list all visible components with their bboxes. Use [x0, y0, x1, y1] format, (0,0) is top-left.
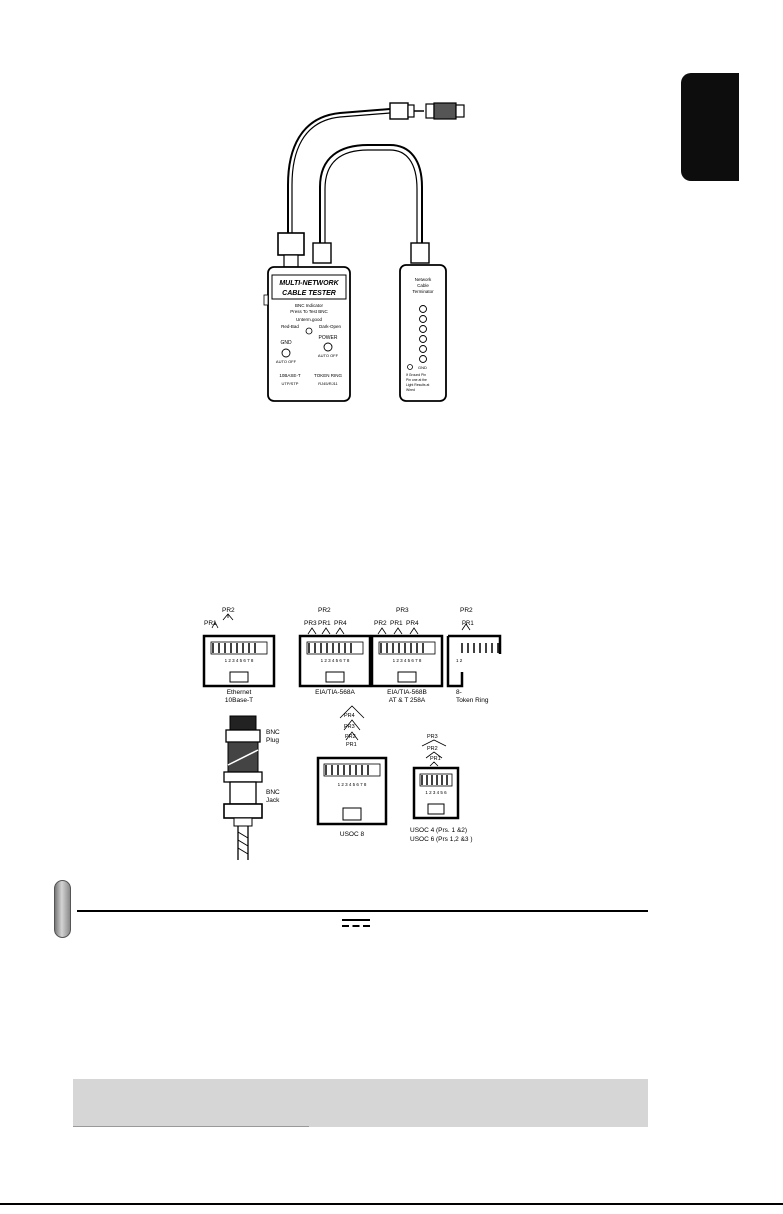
pin-numbers: 1 2 3 4 5 6 — [425, 790, 447, 795]
section-divider — [77, 910, 648, 912]
pair-label: PR4 — [406, 620, 419, 627]
press-to-test-label: Press To Test BNC — [290, 309, 328, 314]
bnc-jack-label: BNC — [266, 789, 280, 796]
pair-label: PR2 — [222, 607, 235, 614]
bnc-indicator-label: BNC Indicator — [295, 303, 324, 308]
pair-label: PR2 — [427, 746, 438, 752]
utp-stp-right: RJ45/RJ11 — [318, 381, 338, 386]
bnc-plug-label: BNC — [266, 729, 280, 736]
pin-numbers: 1 2 3 4 5 6 7 8 — [338, 782, 367, 787]
remote-note-3: Light Results at — [406, 383, 429, 387]
utp-stp-left: UTP/STP — [282, 381, 299, 386]
pair-label: PR1 — [390, 620, 403, 627]
tester-label-line2: CABLE TESTER — [282, 290, 336, 297]
connector-caption: Token Ring — [456, 697, 489, 704]
connector-pinout-diagram: PR2 PR1 1 2 3 4 5 6 7 8 Ethernet 10Base-… — [202, 607, 502, 860]
tester-label-line1: MULTI-NETWORK — [279, 280, 339, 287]
pin-numbers: 1 2 3 4 5 6 7 8 — [393, 658, 422, 663]
note-box — [73, 1079, 648, 1127]
connector-caption: EIA/TIA-568A — [315, 689, 355, 696]
auto-off-right: AUTO OFF — [318, 353, 339, 358]
pair-label: PR2 — [318, 607, 331, 614]
bnc-plug-label: Plug — [266, 737, 279, 744]
gnd-led — [281, 348, 291, 358]
language-tab — [681, 73, 739, 181]
bnc-plug-jack: BNC Plug BNC Jack — [223, 715, 280, 860]
power-led — [323, 342, 333, 352]
connector-ethernet: PR2 PR1 1 2 3 4 5 6 7 8 Ethernet 10Base-… — [202, 607, 276, 704]
connector-caption: USOC 8 — [340, 831, 365, 838]
remote-note-2: Pin one at the — [406, 378, 427, 382]
connector-usoc46: PR3 PR2 PR1 1 2 3 4 5 6 USOC 4 (Prs. 1 &… — [410, 734, 473, 843]
red-bad-label: Red-Bad — [281, 324, 299, 329]
pin-numbers: 1 2 3 4 5 6 7 8 — [321, 658, 350, 663]
footer-rule — [0, 1203, 783, 1205]
pair-label: PR1 — [462, 621, 474, 627]
power-label: POWER — [319, 335, 338, 341]
pair-label: PR1 — [346, 742, 357, 748]
dark-open-label: Dark-Open — [319, 324, 342, 329]
pair-label: PR3 — [427, 734, 438, 740]
pair-label: PR3 — [344, 724, 355, 730]
connector-caption: EIA/TIA-568B — [387, 689, 427, 696]
pair-label: PR4 — [334, 620, 347, 627]
gnd-label: GND — [280, 340, 292, 346]
connector-caption: 10Base-T — [225, 697, 253, 704]
cable-tester-illustration: MULTI-NETWORK CABLE TESTER BNC Indicator… — [263, 102, 465, 402]
connector-caption: USOC 6 (Prs 1,2 &3 ) — [410, 836, 473, 843]
section-marker — [54, 880, 71, 938]
connector-caption: 8- — [456, 689, 462, 696]
token-ring-label: TOKEN RING — [314, 373, 342, 378]
auto-off-left: AUTO OFF — [276, 359, 297, 364]
pair-label: PR2 — [345, 734, 356, 740]
connector-568b: PR3 PR2 PR1 PR4 1 2 3 4 5 6 7 8 EIA/TIA-… — [370, 607, 444, 704]
connector-caption: Ethernet — [227, 689, 252, 696]
unterminated-label: Unterm.good — [296, 317, 323, 322]
pair-label: PR4 — [344, 713, 355, 719]
remote-title-2: Cable — [417, 283, 429, 288]
connector-caption: USOC 4 (Prs. 1 &2) — [410, 827, 467, 834]
remote-led-column — [419, 305, 427, 363]
pair-label: PR3 — [396, 607, 409, 614]
pin-numbers: 1 2 3 4 5 6 7 8 — [225, 658, 254, 663]
connector-token-ring: PR2 PR1 1 2 8- Token Ring — [446, 607, 502, 704]
connector-usoc8: PR4 PR3 PR2 PR1 1 2 3 4 5 6 7 8 USOC 8 — [316, 705, 388, 838]
pair-label: PR3 — [304, 620, 317, 627]
connector-caption: AT & T 258A — [389, 697, 426, 704]
remote-gnd-led — [407, 364, 413, 370]
bnc-jack-label: Jack — [266, 797, 280, 804]
pair-label: PR1 — [318, 620, 331, 627]
pair-label: PR2 — [374, 620, 387, 627]
remote-title-3: Terminator — [412, 289, 434, 294]
note-underline — [73, 1126, 309, 1127]
pin-numbers: 1 2 — [456, 658, 463, 663]
connector-568a: PR2 PR3 PR1 PR4 1 2 3 4 5 6 7 8 EIA/TIA-… — [298, 607, 372, 696]
dc-symbol-icon — [342, 919, 370, 927]
pair-label: PR1 — [430, 756, 441, 762]
side-switch — [263, 294, 269, 306]
remote-title-1: Network — [415, 277, 432, 282]
remote-gnd-label: GND — [418, 365, 427, 370]
remote-note-4: Wired — [406, 388, 415, 392]
remote-note-1: If Ground Pin — [406, 373, 426, 377]
bnc-indicator-led — [305, 327, 313, 335]
base-t-label: 10BASE-T — [279, 373, 301, 378]
pair-label: PR2 — [460, 607, 473, 614]
pair-label: PR1 — [204, 620, 217, 627]
